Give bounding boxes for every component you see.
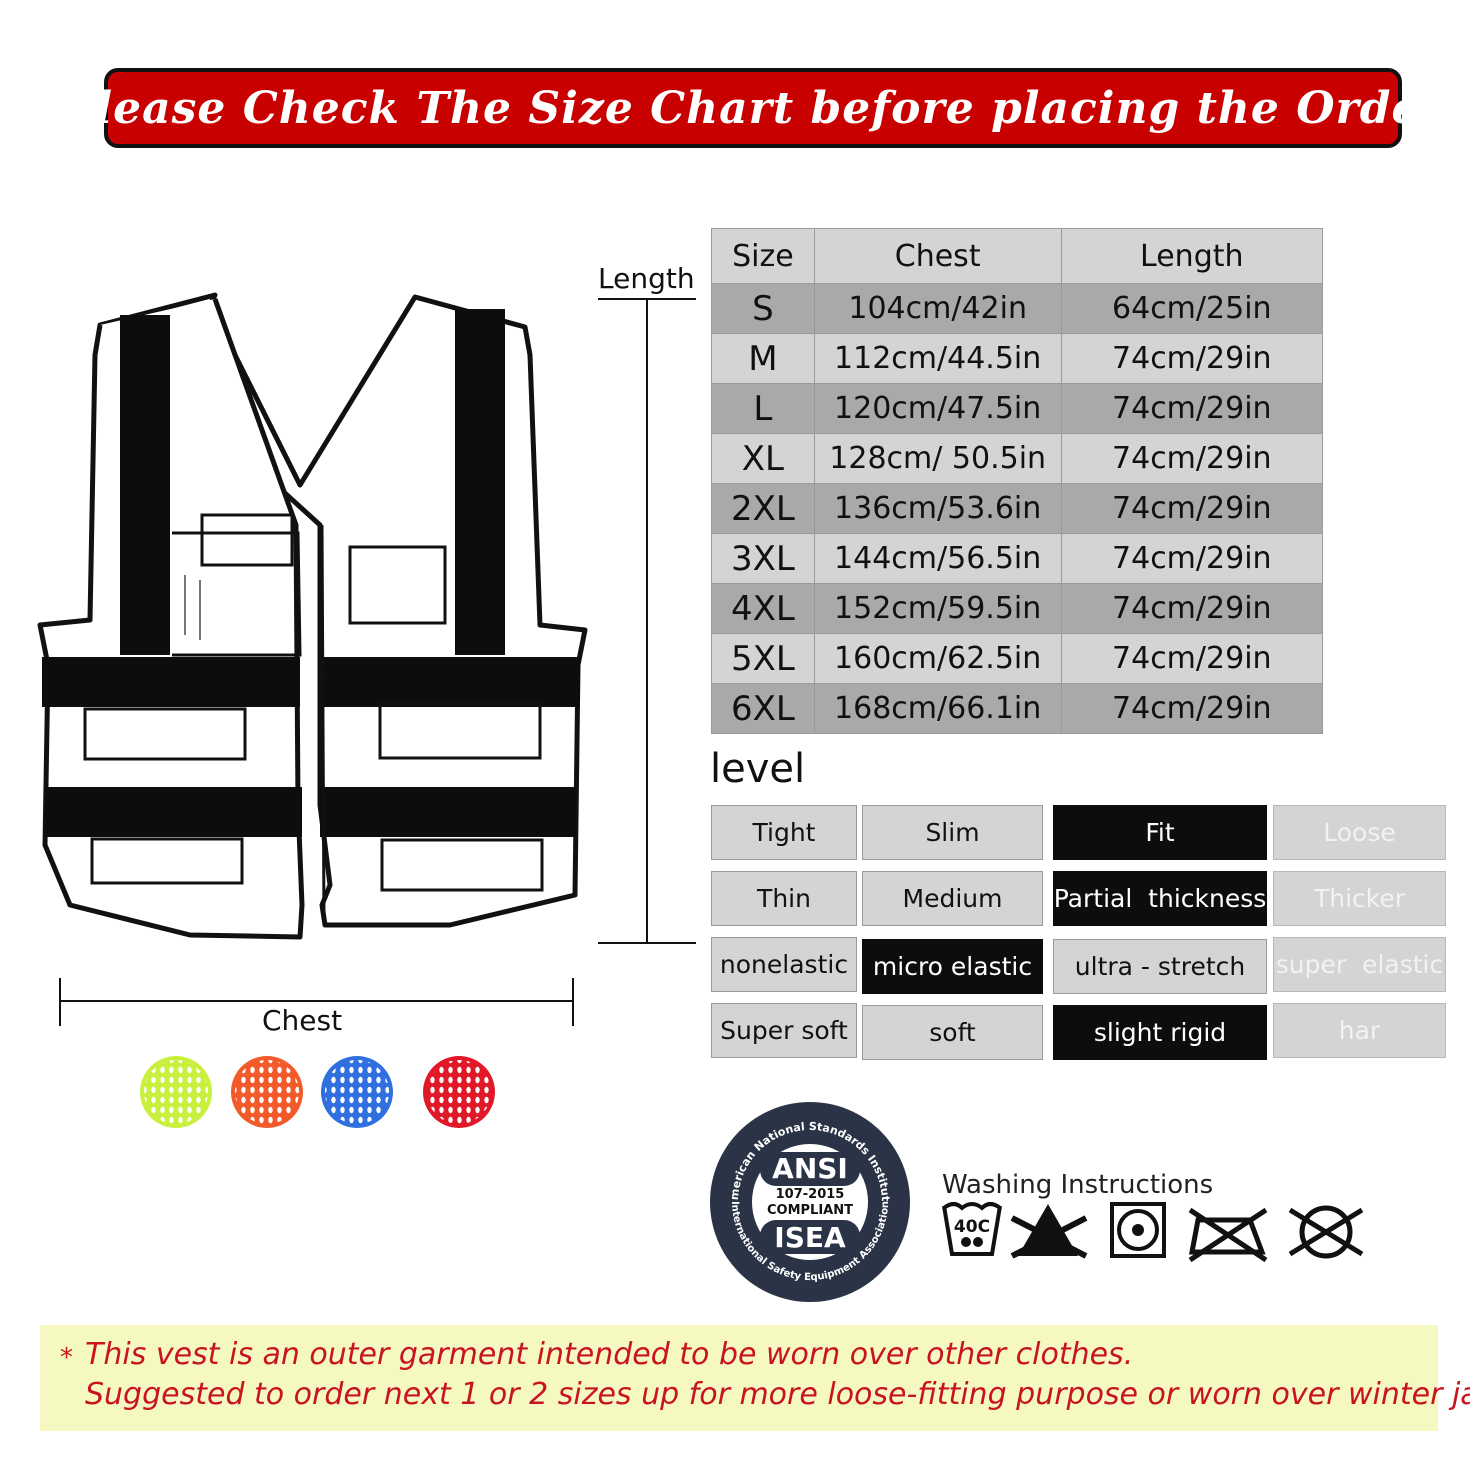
chest-cell: 104cm/42in — [813, 283, 1062, 334]
table-row: 2XL 136cm/53.6in 74cm/29in — [711, 483, 1324, 534]
header-size: Size — [711, 228, 815, 284]
chest-tick-right — [572, 978, 574, 1026]
size-cell: 4XL — [711, 583, 815, 634]
level-thicker: Thicker — [1273, 871, 1446, 926]
length-dimension-line — [646, 298, 648, 943]
chest-cell: 160cm/62.5in — [813, 633, 1062, 684]
header-chest: Chest — [813, 228, 1062, 284]
level-tight: Tight — [711, 805, 857, 860]
length-cell: 74cm/29in — [1060, 483, 1324, 534]
swatch-red[interactable] — [423, 1056, 495, 1128]
table-row: S 104cm/42in 64cm/25in — [711, 283, 1324, 334]
swatch-orange[interactable] — [231, 1056, 303, 1128]
ansi-isea-seal: American National Standards Institute In… — [708, 1100, 910, 1302]
note-line-1: This vest is an outer garment intended t… — [85, 1337, 1134, 1372]
swatch-yellow[interactable] — [140, 1056, 212, 1128]
header-length: Length — [1060, 228, 1324, 284]
size-cell: M — [711, 333, 815, 384]
tumble-dry-icon — [1110, 1202, 1166, 1258]
length-cell: 74cm/29in — [1060, 683, 1324, 734]
table-row: 6XL 168cm/66.1in 74cm/29in — [711, 683, 1324, 734]
banner-text: Please Check The Size Chart before placi… — [61, 82, 1445, 134]
level-partial-thickness: Partial thickness — [1053, 871, 1267, 926]
seal-isea-text: ISEA — [774, 1221, 846, 1254]
seal-ansi-text: ANSI — [772, 1152, 848, 1185]
washing-icons: 40C — [942, 1202, 1364, 1263]
size-cell: 5XL — [711, 633, 815, 684]
chest-dimension-line — [60, 1000, 574, 1002]
level-heading: level — [710, 746, 806, 792]
vest-illustration — [37, 292, 588, 940]
no-dry-clean-icon — [1288, 1205, 1364, 1259]
level-soft: soft — [862, 1005, 1043, 1060]
color-swatches — [140, 1056, 495, 1128]
length-cell: 74cm/29in — [1060, 583, 1324, 634]
length-label: Length — [598, 262, 695, 295]
chest-cell: 168cm/66.1in — [813, 683, 1062, 734]
length-bottom-rule — [598, 942, 696, 944]
size-chart-table: Size Chest Length S 104cm/42in 64cm/25in… — [711, 228, 1324, 734]
note-line-2: Suggested to order next 1 or 2 sizes up … — [85, 1377, 1470, 1412]
level-super-elastic: super elastic — [1273, 937, 1446, 992]
fit-note: * This vest is an outer garment intended… — [40, 1325, 1470, 1431]
table-row: 3XL 144cm/56.5in 74cm/29in — [711, 533, 1324, 584]
level-ultra-stretch: ultra - stretch — [1053, 939, 1267, 994]
length-cell: 74cm/29in — [1060, 633, 1324, 684]
length-cell: 74cm/29in — [1060, 433, 1324, 484]
size-cell: XL — [711, 433, 815, 484]
wash-temp-text: 40C — [954, 1217, 990, 1237]
table-header-row: Size Chest Length — [711, 228, 1324, 284]
length-cell: 74cm/29in — [1060, 333, 1324, 384]
order-banner: Please Check The Size Chart before placi… — [61, 68, 1444, 148]
chest-tick-left — [59, 978, 61, 1026]
size-cell: L — [711, 383, 815, 434]
chest-cell: 120cm/47.5in — [813, 383, 1062, 434]
level-nonelastic: nonelastic — [711, 937, 857, 992]
level-slight-rigid: slight rigid — [1053, 1005, 1267, 1060]
level-hard: har — [1273, 1003, 1446, 1058]
chest-cell: 112cm/44.5in — [813, 333, 1062, 384]
no-iron-icon — [1188, 1207, 1268, 1263]
length-cell: 74cm/29in — [1060, 533, 1324, 584]
size-cell: 6XL — [711, 683, 815, 734]
length-cell: 74cm/29in — [1060, 383, 1324, 434]
size-cell: 2XL — [711, 483, 815, 534]
level-micro-elastic: micro elastic — [862, 939, 1043, 994]
washing-instructions-label: Washing Instructions — [942, 1170, 1214, 1200]
swatch-blue[interactable] — [321, 1056, 393, 1128]
asterisk-icon: * — [60, 1343, 73, 1373]
seal-code-text: 107-2015 — [776, 1187, 845, 1202]
chest-cell: 152cm/59.5in — [813, 583, 1062, 634]
level-loose: Loose — [1273, 805, 1446, 860]
level-fit: Fit — [1053, 805, 1267, 860]
seal-status-text: COMPLIANT — [767, 1203, 853, 1218]
table-row: M 112cm/44.5in 74cm/29in — [711, 333, 1324, 384]
level-thin: Thin — [711, 871, 857, 926]
table-row: 4XL 152cm/59.5in 74cm/29in — [711, 583, 1324, 634]
level-medium: Medium — [862, 871, 1043, 926]
wash-40c-icon: 40C — [942, 1202, 1002, 1256]
level-super-soft: Super soft — [711, 1003, 857, 1058]
table-row: 5XL 160cm/62.5in 74cm/29in — [711, 633, 1324, 684]
table-row: XL 128cm/ 50.5in 74cm/29in — [711, 433, 1324, 484]
chest-cell: 136cm/53.6in — [813, 483, 1062, 534]
length-cell: 64cm/25in — [1060, 283, 1324, 334]
no-bleach-icon — [1010, 1204, 1088, 1259]
table-row: L 120cm/47.5in 74cm/29in — [711, 383, 1324, 434]
chest-cell: 144cm/56.5in — [813, 533, 1062, 584]
size-cell: S — [711, 283, 815, 334]
level-slim: Slim — [862, 805, 1043, 860]
size-cell: 3XL — [711, 533, 815, 584]
chest-cell: 128cm/ 50.5in — [813, 433, 1062, 484]
chest-label: Chest — [262, 1004, 343, 1037]
